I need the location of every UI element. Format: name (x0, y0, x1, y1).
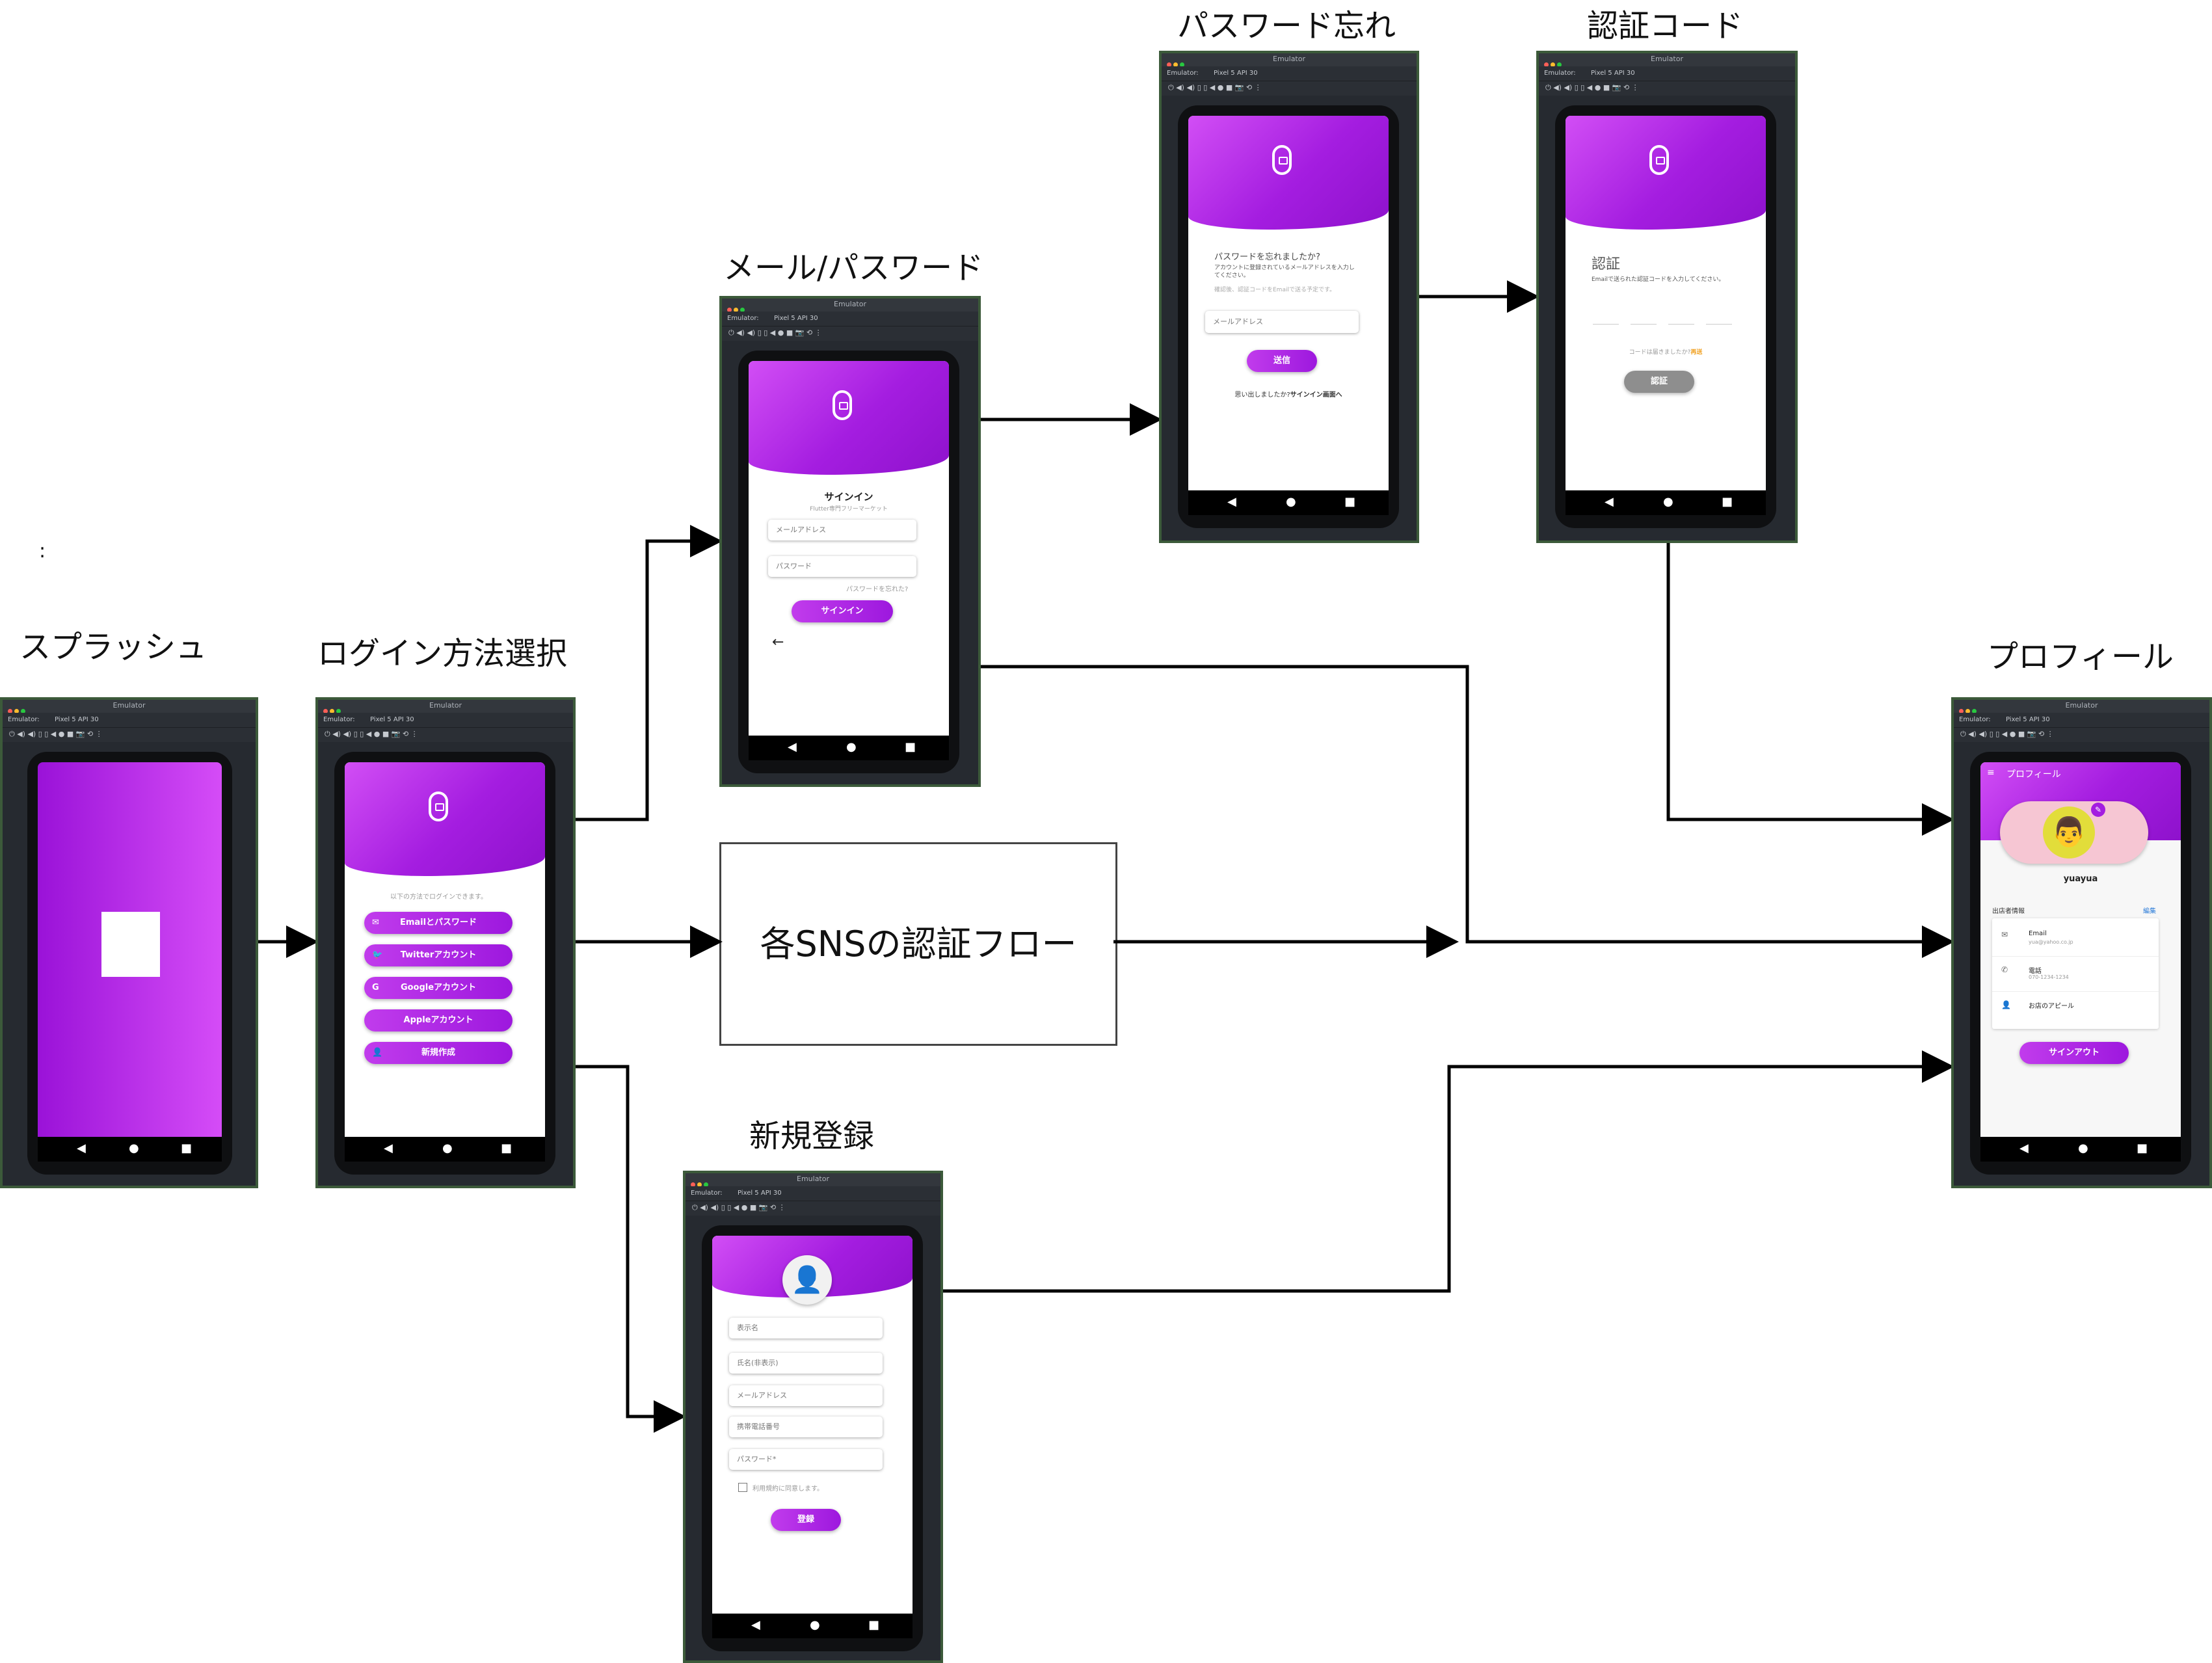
back-to-signin-link[interactable]: 思い出しましたか?サインイン画面へ (1234, 392, 1342, 399)
code-digit-3[interactable] (1668, 324, 1694, 325)
title-login-method: ログイン方法選択 (317, 635, 568, 672)
arrow-signup-to-profile (943, 1050, 1954, 1293)
emulator-window-signup: Emulator Emulator:Pixel 5 API 30 ⏻ ◀) ◀)… (683, 1171, 943, 1663)
person-icon: 👤 (2001, 1000, 2011, 1009)
sns-auth-flow-label: 各SNSの認証フロー (760, 924, 1077, 965)
edit-avatar-icon[interactable]: ✎ (2091, 803, 2105, 817)
lock-icon (1272, 145, 1292, 175)
signin-subtitle: Flutter専門フリーマーケット (810, 506, 888, 512)
edit-link[interactable]: 編集 (2143, 908, 2156, 915)
password-field[interactable]: パスワード* (729, 1449, 883, 1470)
login-hint: 以下の方法でログインできます。 (390, 894, 487, 901)
twitter-icon: 🐦 (372, 950, 383, 960)
title-signup: 新規登録 (749, 1118, 875, 1154)
email-login-button[interactable]: ✉Emailとパスワード (364, 912, 513, 934)
info-row-phone[interactable]: ✆ 電話 070-1234-1234 (1992, 957, 2159, 992)
emulator-window-code: Emulator Emulator:Pixel 5 API 30 ⏻ ◀) ◀)… (1536, 51, 1798, 543)
emulator-window-login: Emulator Emulator:Pixel 5 API 30 ⏻ ◀) ◀)… (315, 697, 576, 1188)
title-splash: スプラッシュ (20, 629, 207, 665)
arrow-login-to-signup (576, 1065, 686, 1433)
resend-row[interactable]: コードは届きましたか?再送 (1629, 349, 1703, 356)
mail-icon: ✉ (372, 918, 379, 927)
code-digit-4[interactable] (1706, 324, 1732, 325)
title-auth-code: 認証コード (1587, 8, 1744, 44)
google-icon: G (372, 983, 379, 992)
send-button[interactable]: 送信 (1247, 350, 1317, 372)
forgot-email-field[interactable]: メールアドレス (1205, 311, 1359, 333)
stray-mark: : (39, 540, 46, 563)
avatar-placeholder[interactable]: 👤 (782, 1255, 832, 1305)
emulator-window-profile: Emulator Emulator:Pixel 5 API 30 ⏻ ◀) ◀)… (1951, 697, 2212, 1188)
add-user-icon: 👤 (372, 1048, 383, 1058)
sns-auth-flow-box: 各SNSの認証フロー (719, 842, 1117, 1046)
arrow-mailpw-to-profile (981, 665, 1954, 958)
splash-logo-square (101, 912, 160, 977)
emulator-window-mailpw: Emulator Emulator:Pixel 5 API 30 ⏻ ◀) ◀)… (719, 296, 981, 787)
terms-checkbox[interactable] (738, 1483, 747, 1492)
login-screen: 以下の方法でログインできます。 ✉Emailとパスワード 🐦Twitterアカウ… (345, 762, 545, 1137)
signin-title: サインイン (824, 491, 873, 503)
arrow-code-to-profile (1666, 543, 1954, 836)
code-digit-2[interactable] (1631, 324, 1657, 325)
title-profile: プロフィール (1987, 639, 2174, 675)
resend-link[interactable]: 再送 (1690, 349, 1703, 356)
register-button[interactable]: 登録 (771, 1509, 841, 1531)
info-row-appeal[interactable]: 👤 お店のアピール (2001, 1000, 2074, 1010)
avatar-card: 👨 ✎ (2000, 801, 2148, 864)
signin-button[interactable]: サインイン (792, 600, 893, 622)
mailpw-screen: サインイン Flutter専門フリーマーケット メールアドレス パスワード パス… (749, 361, 949, 736)
forgot-body: アカウントに登録されているメールアドレスを入力してください。 (1214, 265, 1355, 279)
emulator-window-forgot: Emulator Emulator:Pixel 5 API 30 ⏻ ◀) ◀)… (1159, 51, 1419, 543)
terms-label: 利用規約に同意します。 (753, 1485, 823, 1493)
forgot-heading: パスワードを忘れましたか? (1214, 252, 1320, 262)
code-digit-1[interactable] (1593, 324, 1619, 325)
back-arrow-icon[interactable]: ← (772, 634, 784, 650)
signout-button[interactable]: サインアウト (2019, 1042, 2129, 1064)
lock-icon (833, 390, 852, 420)
create-account-button[interactable]: 👤新規作成 (364, 1042, 513, 1064)
info-row-email[interactable]: ✉ Email yua@yahoo.co.jp (1992, 922, 2159, 957)
signup-screen: 👤 表示名 氏名(非表示) メールアドレス 携帯電話番号 パスワード* 利用規約… (712, 1236, 913, 1614)
profile-screen: ≡ プロフィール 👨 ✎ yuayua 出店者情報 編集 ✉ Email yua… (1980, 762, 2181, 1137)
verify-button[interactable]: 認証 (1624, 371, 1694, 393)
display-name-field[interactable]: 表示名 (729, 1318, 883, 1338)
section-title: 出店者情報 (1992, 908, 2025, 915)
lock-icon (429, 792, 448, 821)
splash-screen (38, 762, 222, 1137)
code-screen: 認証 Emailで送られた認証コードを入力してください。 コードは届きましたか?… (1566, 116, 1766, 490)
mail-icon: ✉ (2001, 930, 2008, 939)
forgot-password-link[interactable]: パスワードを忘れた? (846, 586, 909, 593)
username: yuayua (2063, 874, 2098, 884)
forgot-note: 確認後、認証コードをEmailで送る予定です。 (1214, 287, 1336, 293)
arrow-login-to-mailpw (576, 525, 723, 821)
title-mail-password: メール/パスワード (723, 250, 984, 286)
password-field[interactable]: パスワード (768, 556, 916, 577)
title-forgot-password: パスワード忘れ (1177, 8, 1396, 44)
emulator-window-splash: Emulator Emulator:Pixel 5 API 30 ⏻ ◀) ◀)… (0, 697, 258, 1188)
avatar: 👨 (2043, 806, 2095, 858)
forgot-screen: パスワードを忘れましたか? アカウントに登録されているメールアドレスを入力してく… (1188, 116, 1389, 490)
email-field[interactable]: メールアドレス (729, 1385, 883, 1406)
fullname-field[interactable]: 氏名(非表示) (729, 1353, 883, 1374)
info-card: ✉ Email yua@yahoo.co.jp ✆ 電話 070-1234-12… (1992, 918, 2159, 1029)
menu-icon[interactable]: ≡ (1987, 767, 1995, 778)
code-body: Emailで送られた認証コードを入力してください。 (1592, 276, 1725, 283)
code-heading: 認証 (1592, 256, 1621, 273)
email-field[interactable]: メールアドレス (768, 520, 916, 540)
phone-field[interactable]: 携帯電話番号 (729, 1417, 883, 1437)
profile-appbar-title: プロフィール (2006, 769, 2061, 780)
lock-icon (1649, 145, 1669, 175)
twitter-login-button[interactable]: 🐦Twitterアカウント (364, 944, 513, 966)
apple-login-button[interactable]: Appleアカウント (364, 1009, 513, 1031)
phone-icon: ✆ (2001, 965, 2008, 974)
